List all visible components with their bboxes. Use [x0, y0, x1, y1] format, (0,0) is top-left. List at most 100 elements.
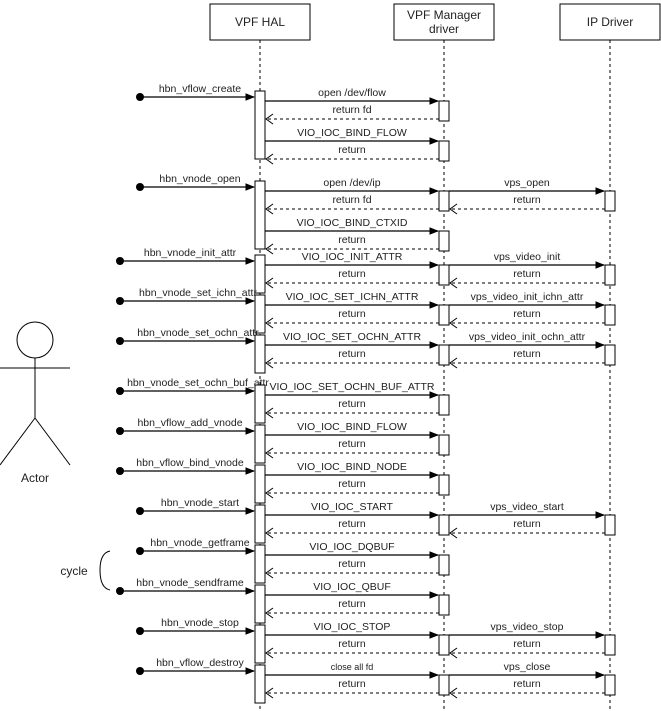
mgr-return-label: return	[338, 398, 366, 410]
ip-activation	[604, 674, 616, 696]
mgr-activation	[438, 264, 450, 286]
mgr-activation	[438, 594, 450, 616]
hal-activation	[254, 424, 266, 464]
mgr-return-label: return	[338, 518, 366, 530]
ip-return-arrow	[449, 357, 605, 369]
participant-ip-driver: IP Driver	[559, 3, 661, 41]
actor-call-label: hbn_vflow_create	[159, 83, 241, 95]
hal-activation	[254, 180, 266, 250]
ip-return-arrow	[449, 317, 605, 329]
mgr-return-arrow	[265, 113, 439, 125]
mgr-return-label: return	[338, 638, 366, 650]
hal-activation	[254, 254, 266, 294]
ip-return-label: return	[513, 268, 541, 280]
ip-return-label: return	[513, 194, 541, 206]
ip-return-label: return	[513, 638, 541, 650]
mgr-activation	[438, 304, 450, 326]
mgr-return-arrow	[265, 527, 439, 539]
mgr-return-label: return	[338, 234, 366, 246]
participant-label: VPF HAL	[235, 15, 285, 29]
mgr-return-label: return	[338, 478, 366, 490]
mgr-call-label: open /dev/flow	[318, 87, 386, 99]
mgr-return-label: return	[338, 348, 366, 360]
mgr-activation	[438, 634, 450, 656]
actor-call-label: hbn_vnode_set_ichn_attr	[139, 287, 257, 299]
mgr-return-label: return	[338, 308, 366, 320]
mgr-call-label: VIO_IOC_BIND_FLOW	[297, 127, 407, 139]
ip-return-label: return	[513, 678, 541, 690]
mgr-activation	[438, 100, 450, 122]
mgr-return-arrow	[265, 447, 439, 459]
mgr-call-label: VIO_IOC_START	[311, 501, 393, 513]
mgr-call-label: VIO_IOC_SET_OCHN_BUF_ATTR	[270, 381, 435, 393]
hal-activation	[254, 544, 266, 584]
mgr-call-label: VIO_IOC_STOP	[314, 621, 391, 633]
ip-return-arrow	[449, 203, 605, 215]
mgr-call-label: VIO_IOC_SET_OCHN_ATTR	[283, 331, 422, 343]
ip-activation	[604, 304, 616, 326]
participant-label: driver	[429, 22, 459, 36]
call-group-hbn_vnode_set_ichn_attr: hbn_vnode_set_ichn_attr VIO_IOC_SET_ICHN_…	[116, 287, 616, 334]
hal-activation	[254, 294, 266, 334]
mgr-return-arrow	[265, 357, 439, 369]
actor-call-label: hbn_vnode_getframe	[150, 537, 249, 549]
mgr-return-arrow	[265, 317, 439, 329]
cycle-annotation: cycle	[60, 550, 111, 591]
mgr-return-arrow	[265, 203, 439, 215]
hal-activation	[254, 664, 266, 704]
mgr-call-label: VIO_IOC_QBUF	[313, 581, 391, 593]
hal-activation	[254, 504, 266, 544]
actor-call-label: hbn_vnode_start	[161, 497, 239, 509]
mgr-call-label: VIO_IOC_BIND_NODE	[297, 461, 407, 473]
mgr-return-label: return	[338, 144, 366, 156]
ip-activation	[604, 344, 616, 366]
ip-call-label: vps_video_stop	[491, 621, 564, 633]
actor-call-label: hbn_vnode_set_ochn_attr	[137, 327, 259, 339]
mgr-activation	[438, 674, 450, 696]
ip-return-label: return	[513, 518, 541, 530]
mgr-call-label: VIO_IOC_BIND_FLOW	[297, 421, 407, 433]
ip-activation	[604, 634, 616, 656]
ip-return-arrow	[449, 687, 605, 699]
mgr-activation	[438, 230, 450, 252]
cycle-label: cycle	[60, 564, 88, 578]
ip-return-arrow	[449, 277, 605, 289]
mgr-return-label: return	[338, 558, 366, 570]
actor-figure: Actor	[0, 321, 71, 485]
actor-call-label: hbn_vnode_init_attr	[144, 247, 237, 259]
actor-call-label: hbn_vnode_set_ochn_buf_attr	[127, 377, 269, 389]
actor-call-label: hbn_vnode_open	[159, 173, 240, 185]
actor-call-label: hbn_vflow_add_vnode	[137, 417, 242, 429]
mgr-return-arrow	[265, 153, 439, 165]
mgr-call-label: VIO_IOC_SET_ICHN_ATTR	[286, 291, 419, 303]
ip-activation	[604, 190, 616, 212]
ip-call-label: vps_video_init	[494, 251, 561, 263]
ip-call-label: vps_close	[504, 661, 551, 673]
mgr-activation	[438, 344, 450, 366]
mgr-return-label: return	[338, 598, 366, 610]
mgr-return-label: return	[338, 438, 366, 450]
participant-label: IP Driver	[587, 15, 633, 29]
participant-vpf-hal: VPF HAL	[209, 3, 311, 41]
mgr-return-arrow	[265, 277, 439, 289]
actor-label: Actor	[21, 471, 49, 485]
mgr-return-label: return fd	[332, 194, 371, 206]
ip-return-arrow	[449, 527, 605, 539]
hal-activation	[254, 90, 266, 160]
call-group-hbn_vflow_add_vnode: hbn_vflow_add_vnode VIO_IOC_BIND_FLOWretu…	[116, 417, 450, 464]
mgr-return-arrow	[265, 607, 439, 619]
call-group-hbn_vnode_set_ochn_attr: hbn_vnode_set_ochn_attr VIO_IOC_SET_OCHN_…	[116, 327, 616, 374]
ip-activation	[604, 264, 616, 286]
mgr-activation	[438, 394, 450, 416]
ip-call-label: vps_video_start	[490, 501, 564, 513]
mgr-activation	[438, 434, 450, 456]
hal-activation	[254, 384, 266, 424]
